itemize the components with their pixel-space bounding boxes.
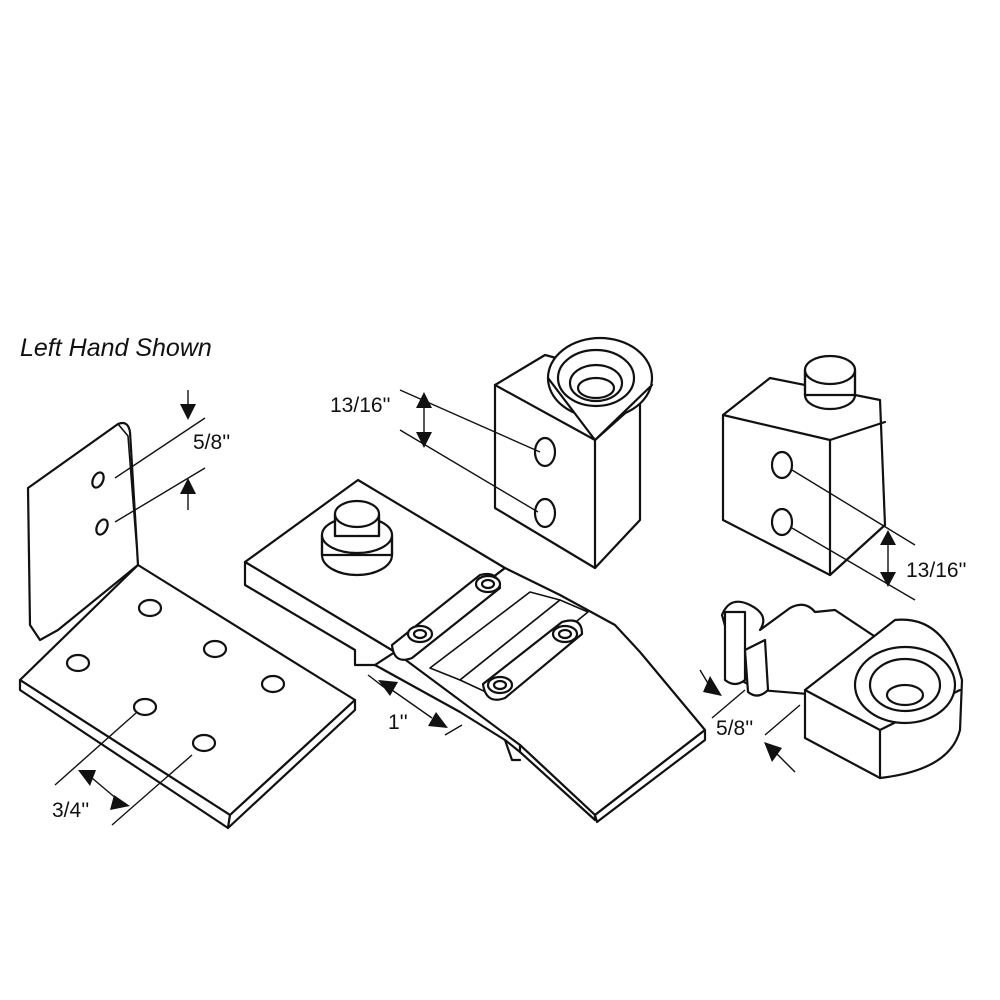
pin-bracket [720,600,964,780]
plate-dimension-lines [54,390,206,826]
arm-dimension-lines [367,674,463,736]
pin-dimension-lines [699,669,801,773]
block-left-dimension-lines [399,389,541,513]
left-hand-shown-note: Left Hand Shown [20,334,212,362]
block-hole-spacing-left-label: 13/16'' [330,394,391,417]
right-pivot-block [721,354,887,577]
l-bracket-plate [18,421,357,830]
plate-hole-offset-label: 3/4'' [52,799,90,822]
slot-width-label: 1'' [388,711,408,734]
pivot-arm [243,478,707,824]
pin-width-label: 5/8'' [716,717,754,740]
block-right-dimension-lines [791,469,916,601]
plate-hole-spacing-label: 5/8'' [193,431,231,454]
block-hole-spacing-right-label: 13/16'' [906,559,967,582]
top-pivot-block [493,336,654,570]
